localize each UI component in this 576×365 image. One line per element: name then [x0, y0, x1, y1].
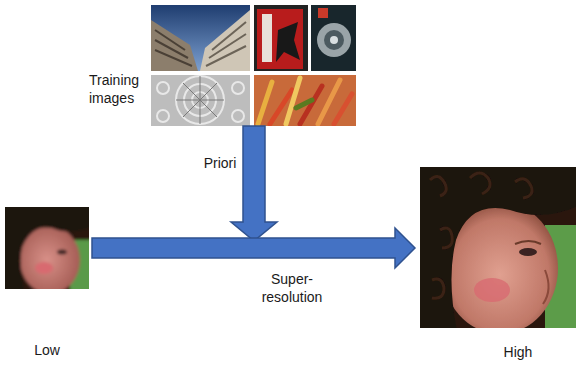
building-photo [151, 5, 250, 71]
plant-photo [254, 75, 356, 126]
node-label: Low [3, 341, 91, 359]
low-res-photo [5, 207, 89, 289]
arrow-label: Priori [196, 154, 244, 172]
priori-arrow [231, 126, 277, 241]
image-node: High [418, 165, 576, 363]
image-node: Low [3, 205, 91, 365]
sign-photo [254, 5, 308, 71]
image-node: Training images [85, 3, 358, 128]
edge-label: Super- resolution [254, 270, 330, 306]
block-arrow [92, 228, 415, 268]
node-label: High [478, 343, 558, 361]
high-res-photo [420, 167, 576, 328]
node-label: Training images [89, 71, 151, 107]
object-photo [311, 5, 356, 71]
lace-photo [151, 75, 250, 126]
